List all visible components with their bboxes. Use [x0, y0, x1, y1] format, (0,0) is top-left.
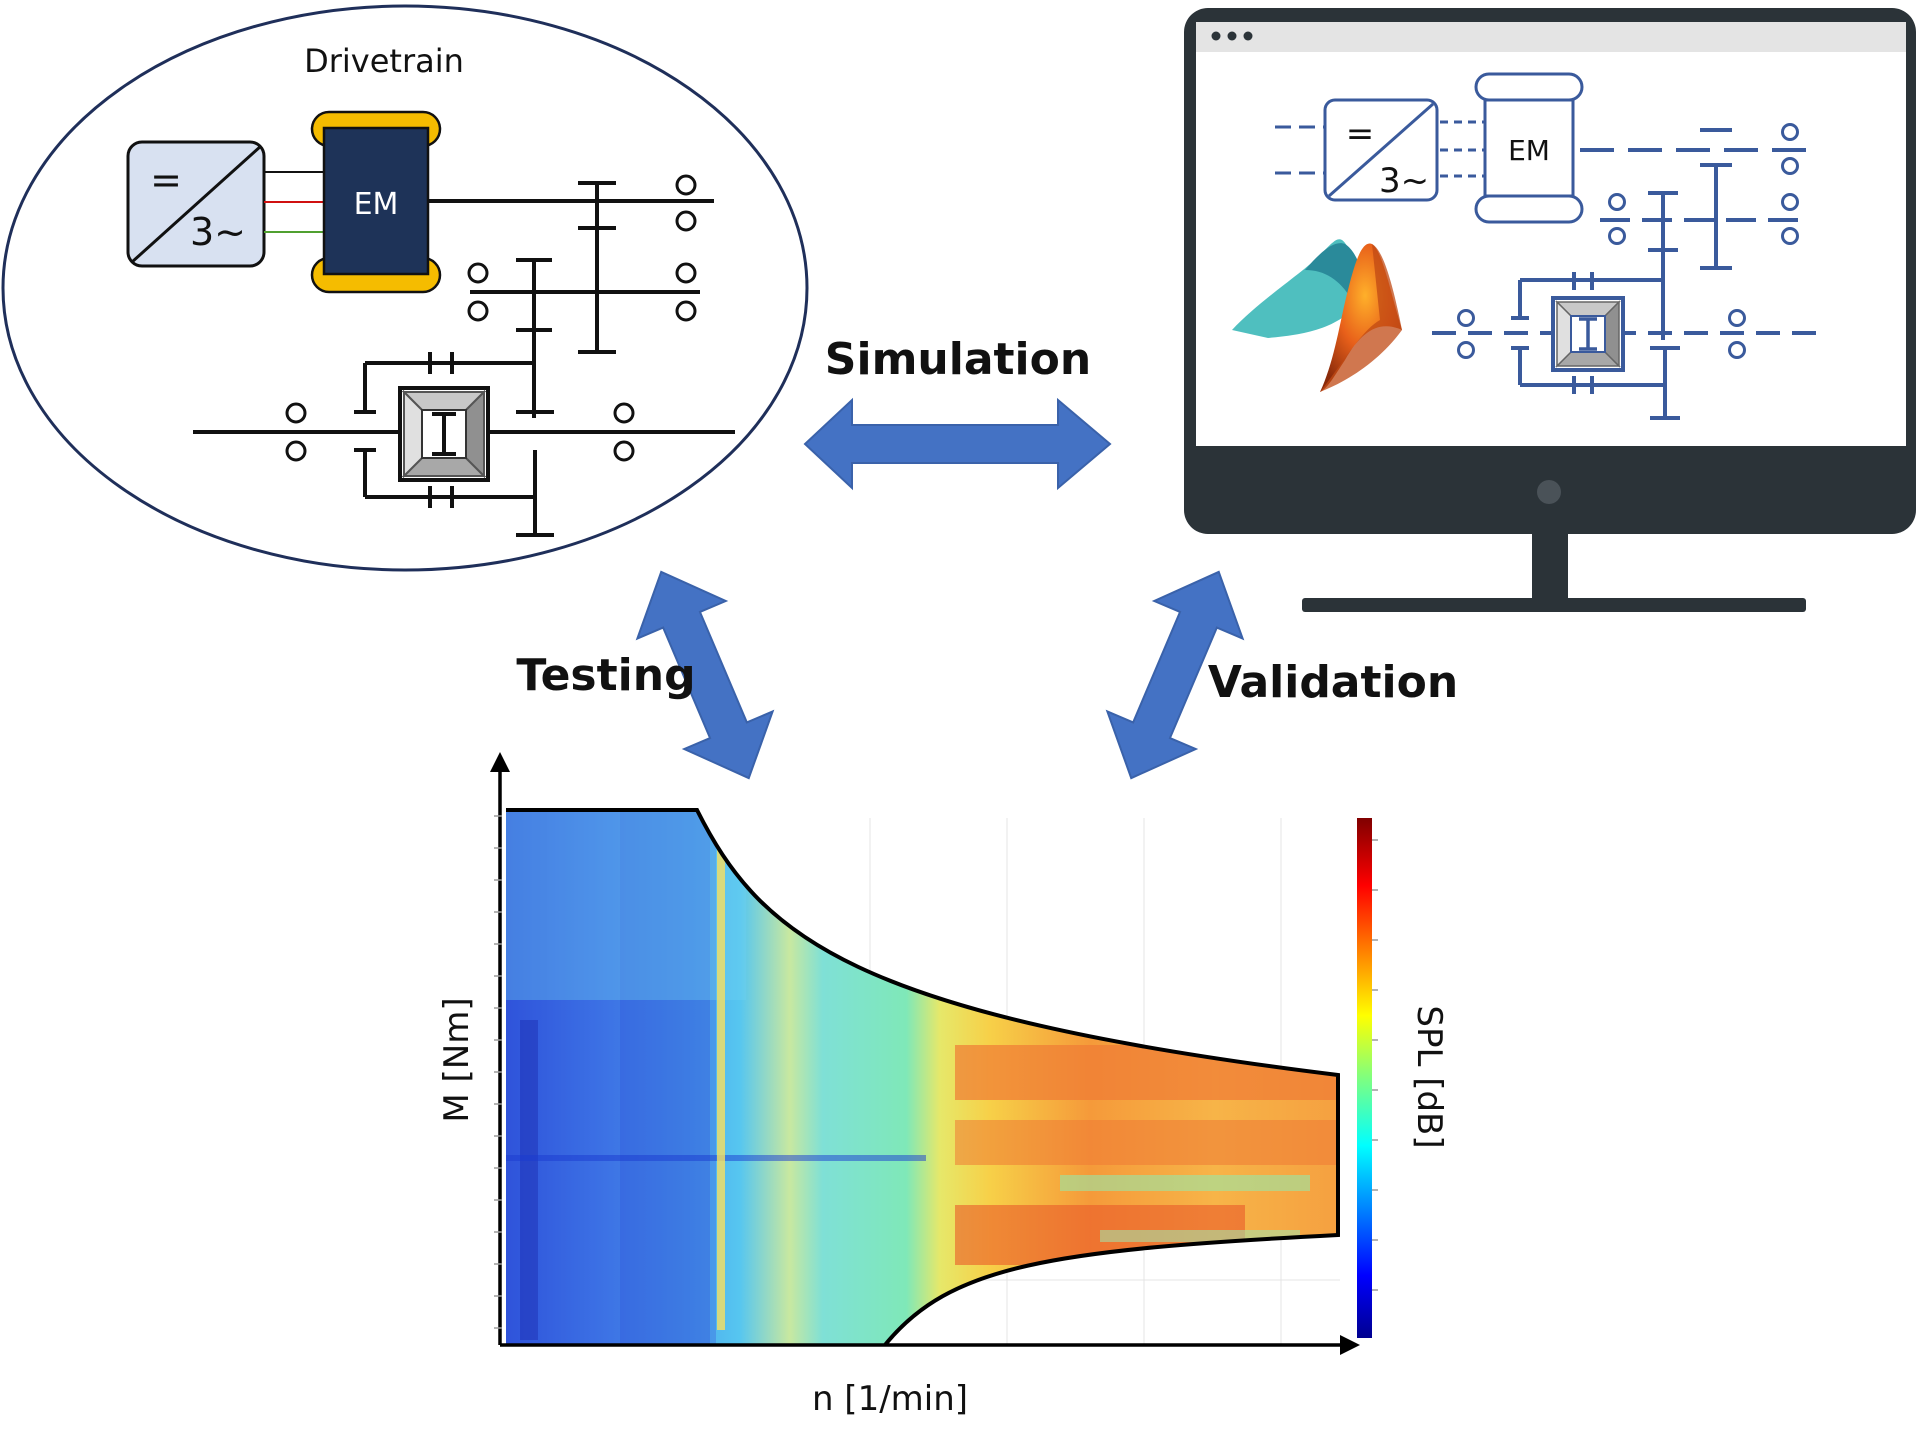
computer-monitor: = 3~ EM — [1184, 8, 1916, 612]
sim-inverter-dc-label: = — [1346, 114, 1375, 154]
monitor-neck — [1532, 534, 1568, 600]
colorbar-ticks — [1372, 839, 1378, 1291]
y-ticks — [494, 815, 502, 1329]
drivetrain-title: Drivetrain — [304, 42, 464, 80]
torque-envelope — [506, 808, 1340, 1347]
spl-heatmap — [506, 810, 1338, 1345]
inverter-icon: = 3~ — [126, 140, 266, 268]
testing-label: Testing — [516, 650, 695, 701]
window-dot-icon — [1211, 31, 1221, 41]
sim-motor-icon: EM — [1474, 72, 1584, 224]
matlab-logo-icon — [1232, 239, 1402, 392]
validation-label: Validation — [1208, 657, 1458, 708]
spl-map: n [1/min] M [Nm] SPL [dB] — [437, 752, 1449, 1419]
differential-icon — [398, 386, 490, 482]
inverter-ac-label: 3~ — [190, 210, 246, 254]
motor-label: EM — [354, 187, 399, 222]
spl-colorbar — [1357, 818, 1372, 1338]
window-dot-icon — [1227, 31, 1237, 41]
sim-inverter-ac-label: 3~ — [1379, 161, 1429, 201]
monitor-stand — [1302, 598, 1806, 612]
sim-bearing-icons — [1457, 123, 1799, 359]
simulation-arrow: Simulation — [803, 334, 1112, 491]
sim-motor-label: EM — [1508, 134, 1550, 167]
colorbar-label: SPL [dB] — [1409, 1005, 1449, 1148]
simulation-schematic — [1275, 120, 1828, 420]
power-button-icon — [1537, 480, 1561, 504]
window-titlebar — [1196, 22, 1906, 52]
bearing-icons — [285, 174, 697, 462]
electric-motor-icon: EM — [310, 110, 442, 294]
validation-arrow — [1105, 570, 1245, 780]
sim-differential-icon — [1551, 296, 1625, 372]
y-axis-label: M [Nm] — [437, 997, 477, 1122]
window-dot-icon — [1243, 31, 1253, 41]
drivetrain-panel: Drivetrain = 3~ EM — [1, 4, 809, 572]
simulation-label: Simulation — [825, 334, 1091, 385]
x-axis-label: n [1/min] — [812, 1379, 968, 1419]
map-axes — [490, 752, 1360, 1355]
testing-arrow — [635, 570, 775, 780]
inverter-dc-label: = — [150, 158, 182, 202]
sim-inverter-icon: = 3~ — [1323, 98, 1439, 202]
